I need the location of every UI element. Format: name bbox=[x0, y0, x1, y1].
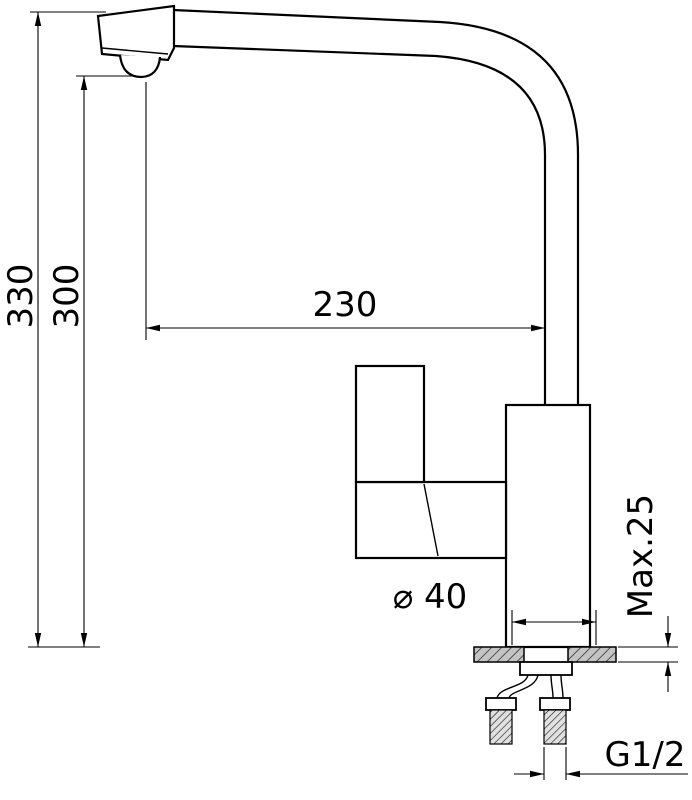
threaded-stud-left bbox=[489, 709, 513, 745]
dimension-max-25: Max.25 bbox=[618, 494, 678, 692]
mounting-nut bbox=[519, 661, 573, 676]
deck-section bbox=[473, 646, 617, 676]
hose-nut-left bbox=[485, 697, 517, 711]
dimension-g12: G1/2 bbox=[514, 735, 688, 780]
spout-pipe-outer bbox=[172, 8, 580, 405]
deck-right bbox=[567, 646, 617, 663]
dim-label-thread: G1/2 bbox=[604, 735, 685, 775]
dim-label-max25: Max.25 bbox=[621, 494, 661, 618]
hose-line bbox=[496, 674, 529, 699]
dimension-230: 230 bbox=[145, 82, 545, 340]
dim-label-diameter: ⌀ 40 bbox=[393, 577, 468, 617]
faucet-outline bbox=[96, 4, 592, 649]
threaded-stud-right bbox=[543, 709, 567, 745]
hose-line bbox=[560, 674, 564, 699]
spout-pipe-inner bbox=[172, 44, 547, 405]
dim-label-230: 230 bbox=[313, 285, 378, 325]
spout-head-seam bbox=[101, 47, 169, 55]
faucet-body-column bbox=[504, 403, 592, 649]
dim-label-300: 300 bbox=[47, 264, 87, 329]
supply-hoses bbox=[485, 674, 571, 745]
dim-label-330: 330 bbox=[1, 264, 41, 329]
deck-left bbox=[473, 646, 525, 663]
lever-handle bbox=[354, 364, 426, 484]
lever-pivot-line bbox=[423, 483, 439, 557]
dimension-300: 300 bbox=[47, 75, 135, 647]
hose-line bbox=[508, 674, 539, 699]
hose-line bbox=[550, 674, 554, 699]
spout-head bbox=[96, 4, 176, 62]
aerator-outlet bbox=[118, 54, 162, 79]
dimension-330: 330 bbox=[1, 11, 106, 648]
hose-nut-right bbox=[539, 697, 571, 711]
dimension-diameter-40: ⌀ 40 bbox=[393, 577, 597, 645]
